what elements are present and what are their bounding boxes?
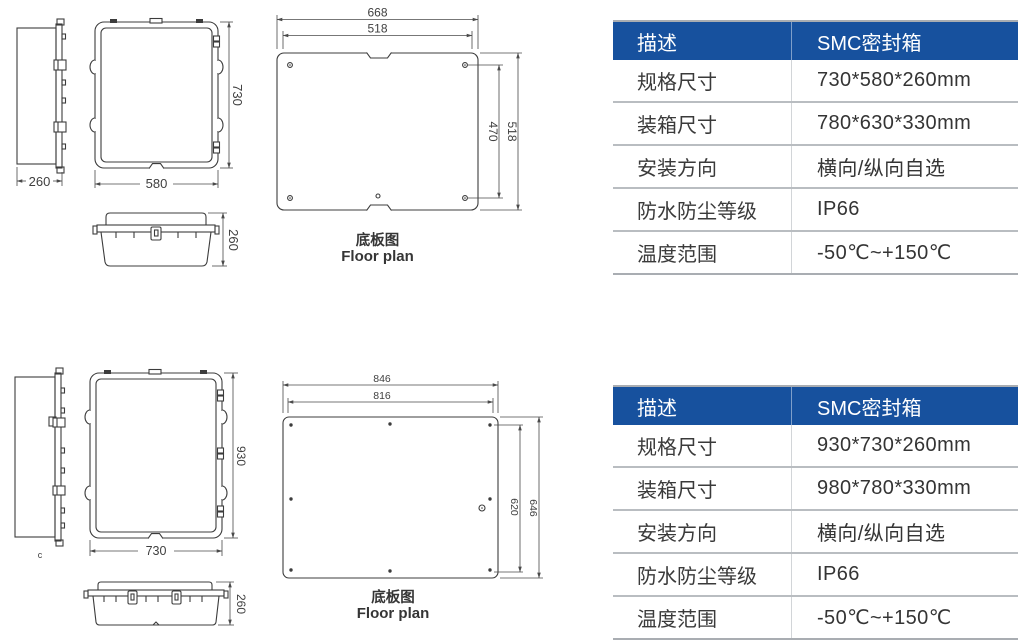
table-row: 温度范围 -50℃~+150℃ xyxy=(613,595,1018,638)
spec-table-header-row: 描述 SMC密封箱 xyxy=(613,387,1018,425)
header-product: SMC密封箱 xyxy=(817,397,922,420)
dim-front-height: 930 xyxy=(234,446,248,466)
floor-plan-label-zh: 底板图 xyxy=(356,231,400,249)
dim-plan-inner-height: 620 xyxy=(508,498,520,516)
row-value: IP66 xyxy=(817,563,860,585)
table-row: 装箱尺寸 780*630*330mm xyxy=(613,101,1018,144)
table-row: 规格尺寸 730*580*260mm xyxy=(613,60,1018,101)
floor-plan-drawing: 668 518 470 518 底板图 Floor plan xyxy=(276,6,522,265)
row-value: 横向/纵向自选 xyxy=(817,158,946,180)
row-label: 安装方向 xyxy=(613,146,792,187)
row-label: 规格尺寸 xyxy=(613,60,792,101)
dim-front-height: 730 xyxy=(230,84,245,106)
row-value: -50℃~+150℃ xyxy=(817,607,952,629)
front-view-drawing: 930 730 xyxy=(84,368,248,558)
header-product: SMC密封箱 xyxy=(817,32,922,55)
dim-lid-height: 260 xyxy=(226,229,241,251)
row-value: 930*730*260mm xyxy=(817,434,972,456)
dim-lid-height: 260 xyxy=(234,594,248,614)
dim-front-width: 580 xyxy=(146,176,168,191)
floor-plan-drawing: 846 816 620 646 底板图 Floor plan xyxy=(282,373,543,622)
lid-view-drawing: 260 xyxy=(83,581,248,626)
dim-plan-inner-width: 518 xyxy=(367,22,387,36)
table-row: 防水防尘等级 IP66 xyxy=(613,552,1018,595)
side-view-drawing: c xyxy=(14,367,66,560)
spec-table-header-row: 描述 SMC密封箱 xyxy=(613,22,1018,60)
table-row: 温度范围 -50℃~+150℃ xyxy=(613,230,1018,273)
side-view-drawing: 260 xyxy=(16,18,67,189)
dim-front-width: 730 xyxy=(146,544,167,558)
front-view-drawing: 730 580 xyxy=(89,17,245,191)
floor-plan-label-zh: 底板图 xyxy=(371,588,415,606)
row-label: 防水防尘等级 xyxy=(613,554,792,595)
table-row: 安装方向 横向/纵向自选 xyxy=(613,144,1018,187)
row-value: 730*580*260mm xyxy=(817,69,972,91)
row-value: 780*630*330mm xyxy=(817,112,972,134)
dim-side-depth: 260 xyxy=(29,174,51,189)
spec-table-bottom: 描述 SMC密封箱 规格尺寸 930*730*260mm 装箱尺寸 980*78… xyxy=(613,385,1018,640)
side-view-note: c xyxy=(38,550,43,560)
row-label: 装箱尺寸 xyxy=(613,103,792,144)
row-value: IP66 xyxy=(817,198,860,220)
row-label: 规格尺寸 xyxy=(613,425,792,466)
dim-plan-inner-height: 470 xyxy=(486,121,500,141)
lid-view-drawing: 260 xyxy=(92,212,241,267)
table-row: 规格尺寸 930*730*260mm xyxy=(613,425,1018,466)
header-desc: 描述 xyxy=(613,387,792,425)
dim-plan-inner-width: 816 xyxy=(373,390,391,402)
header-desc: 描述 xyxy=(613,22,792,60)
dim-plan-outer-width: 668 xyxy=(367,6,387,20)
spec-table-top: 描述 SMC密封箱 规格尺寸 730*580*260mm 装箱尺寸 780*63… xyxy=(613,20,1018,275)
table-row: 防水防尘等级 IP66 xyxy=(613,187,1018,230)
row-label: 温度范围 xyxy=(613,232,792,273)
dim-plan-outer-height: 518 xyxy=(505,121,519,141)
table-row: 安装方向 横向/纵向自选 xyxy=(613,509,1018,552)
row-value: -50℃~+150℃ xyxy=(817,242,952,264)
technical-drawing-top: 260 730 580 xyxy=(16,6,522,267)
table-row: 装箱尺寸 980*780*330mm xyxy=(613,466,1018,509)
dim-plan-outer-width: 846 xyxy=(373,373,391,385)
row-label: 安装方向 xyxy=(613,511,792,552)
row-value: 横向/纵向自选 xyxy=(817,523,946,545)
row-value: 980*780*330mm xyxy=(817,477,972,499)
technical-drawing-bottom: c 930 730 xyxy=(14,367,543,626)
row-label: 防水防尘等级 xyxy=(613,189,792,230)
floor-plan-label-en: Floor plan xyxy=(357,605,430,622)
row-label: 装箱尺寸 xyxy=(613,468,792,509)
floor-plan-label-en: Floor plan xyxy=(341,248,414,265)
dim-plan-outer-height: 646 xyxy=(527,499,539,517)
row-label: 温度范围 xyxy=(613,597,792,638)
